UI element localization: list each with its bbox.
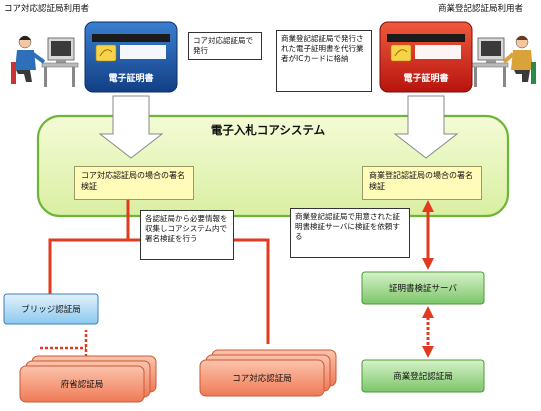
bridge-ca-label: ブリッジ認証局 — [21, 305, 81, 315]
right-down-arrow — [393, 95, 459, 159]
right-user-label: 商業登記認証局利用者 — [438, 4, 524, 14]
ministry-ca-stack — [19, 355, 157, 403]
left-card-label: 電子証明書 — [108, 74, 154, 84]
commercial-issue-note: 商業登記認証局で発行された電子証明書を代行業者がICカードに格納 — [276, 30, 372, 92]
right-certificate-card — [379, 21, 473, 93]
core-case-box: コア対応認証局の場合の署名検証 — [74, 166, 194, 200]
left-user-label: コア対応認証局利用者 — [4, 4, 90, 14]
commercial-case-box: 商業登記認証局の場合の署名検証 — [362, 166, 482, 200]
verify-request-note: 商業登記認証局で用意された証明書検証サーバに検証を依頼する — [290, 208, 410, 258]
verify-server-box — [361, 271, 485, 305]
right-card-label: 電子証明書 — [403, 74, 449, 84]
commercial-ca-label: 商業登記認証局 — [393, 372, 453, 382]
core-system-title: 電子入札コアシステム — [210, 123, 326, 137]
left-user-icon — [11, 35, 79, 87]
left-down-arrow — [98, 95, 164, 159]
ministry-ca-label: 府省認証局 — [60, 380, 104, 390]
right-user-icon — [471, 35, 536, 87]
core-ca-stack — [199, 349, 337, 397]
bridge-ca-box — [3, 293, 99, 325]
core-issue-note: コア対応認証局で発行 — [188, 32, 262, 60]
core-ca-label: コア対応認証局 — [232, 374, 292, 384]
collect-info-note: 各認証局から必要情報を収集しコアシステム内で署名検証を行う — [140, 210, 234, 260]
commercial-ca-box — [361, 359, 485, 393]
verify-server-label: 証明書検証サーバ — [389, 284, 457, 294]
left-certificate-card — [84, 21, 178, 93]
